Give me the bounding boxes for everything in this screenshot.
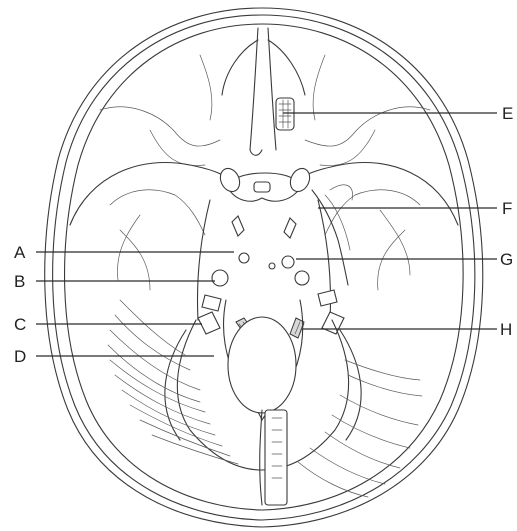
tentorium-right-hatching xyxy=(298,360,422,497)
skull-outline xyxy=(45,8,483,527)
middle-fossa xyxy=(70,163,458,321)
label-c: C xyxy=(14,315,26,334)
label-f: F xyxy=(502,199,512,218)
label-g: G xyxy=(500,250,513,269)
label-e: E xyxy=(502,104,513,123)
label-b: B xyxy=(14,272,25,291)
label-h: H xyxy=(500,320,512,339)
frontal-fossa xyxy=(100,28,430,166)
label-d: D xyxy=(14,347,26,366)
label-a: A xyxy=(14,243,26,262)
